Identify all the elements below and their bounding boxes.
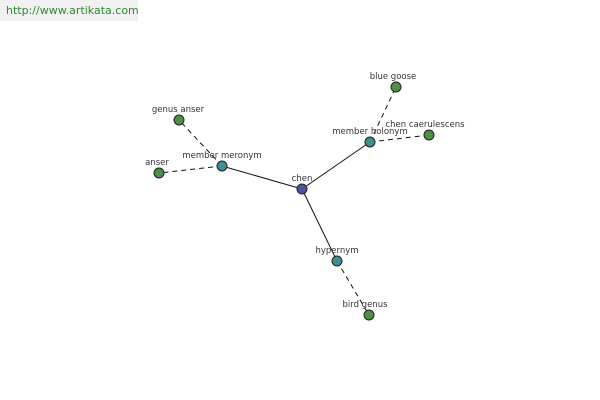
label-genus-anser: genus anser [152,105,205,115]
node-member-meronym[interactable] [216,160,228,172]
node-anser[interactable] [153,167,165,179]
label-blue-goose: blue goose [370,72,417,82]
label-chen: chen [292,174,313,184]
edge-holonym-chen-caerulescens [369,134,430,143]
label-member-holonym: member holonym [332,127,407,137]
edge-chen-hypernym [301,188,338,262]
label-member-meronym: member meronym [182,151,261,161]
edge-meronym-anser [158,165,223,174]
node-bird-genus[interactable] [363,309,375,321]
node-blue-goose[interactable] [390,81,402,93]
node-member-holonym[interactable] [364,136,376,148]
label-hypernym: hypernym [315,246,358,256]
node-chen[interactable] [296,183,308,195]
edge-chen-member-meronym [221,165,303,190]
node-hypernym[interactable] [331,255,343,267]
label-bird-genus: bird genus [342,300,388,310]
source-url[interactable]: http://www.artikata.com [0,0,139,21]
label-anser: anser [145,158,169,168]
node-chen-caerulescens[interactable] [423,129,435,141]
edge-holonym-blue-goose [369,86,397,143]
edge-hypernym-bird-genus [336,260,370,316]
label-chen-caerulescens: chen caerulescens [385,120,465,130]
node-genus-anser[interactable] [173,114,185,126]
edge-meronym-genus-anser [178,119,223,167]
edge-chen-member-holonym [301,141,371,190]
